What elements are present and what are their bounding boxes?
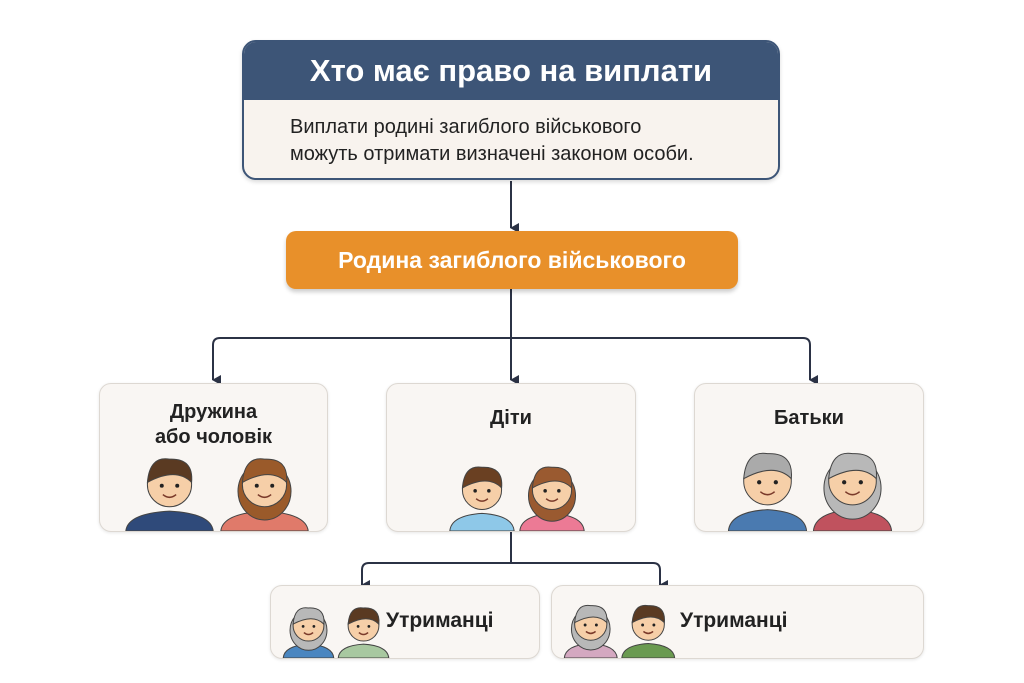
- label-line: або чоловік: [154, 426, 273, 448]
- person-boy: [621, 604, 676, 658]
- children-illustration: [449, 466, 585, 531]
- dependents-illustration: [563, 604, 676, 658]
- arrow-to-parents: [511, 337, 818, 385]
- dependents-illustration: [282, 607, 390, 658]
- person-woman: [282, 607, 335, 658]
- arrow-to-spouse: [212, 337, 511, 385]
- arrow-to-dependents: [361, 532, 661, 585]
- card-parents: Батьки: [694, 383, 924, 532]
- card-dependents-2: Утриманці: [551, 585, 924, 659]
- family-node: Родина загиблого військового: [286, 231, 738, 289]
- title-box: Хто має право на виплати Виплати родині …: [242, 40, 780, 180]
- person-woman: [812, 452, 893, 531]
- label-line: Дружина: [169, 401, 258, 423]
- person-boy: [449, 466, 515, 531]
- description-line: Виплати родині загиблого військового: [290, 116, 642, 138]
- person-boy: [337, 607, 390, 658]
- card-children: Діти: [386, 383, 636, 532]
- card-label: Діти: [490, 407, 532, 429]
- person-girl: [519, 466, 585, 531]
- card-label: Утриманці: [386, 609, 494, 632]
- person-man: [727, 452, 808, 531]
- description-line: можуть отримати визначені законом особи.: [290, 143, 694, 165]
- card-dependents-1: Утриманці: [270, 585, 540, 659]
- person-woman: [220, 458, 309, 531]
- person-woman: [563, 604, 618, 658]
- page-title: Хто має право на виплати: [244, 42, 778, 100]
- card-spouse: Дружина або чоловік: [99, 383, 328, 532]
- card-label: Батьки: [774, 407, 844, 429]
- person-man: [125, 458, 214, 531]
- description: Виплати родині загиблого військового мож…: [244, 100, 778, 168]
- card-label: Утриманці: [680, 609, 788, 632]
- card-label: Дружина або чоловік: [100, 400, 327, 450]
- parents-illustration: [727, 452, 893, 531]
- spouse-illustration: [125, 458, 309, 531]
